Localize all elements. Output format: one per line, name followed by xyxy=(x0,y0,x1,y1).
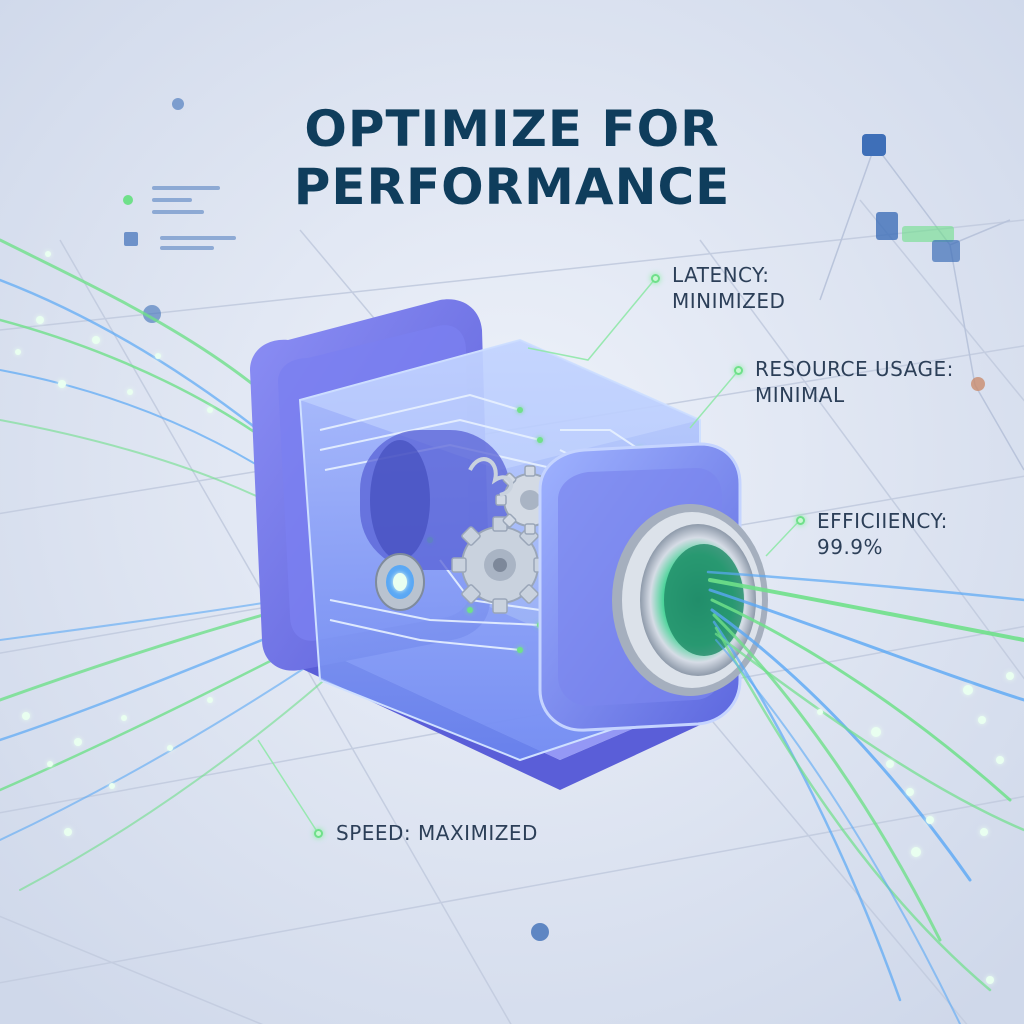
fiber-sparkles-right xyxy=(817,672,1014,984)
connector-port-icon xyxy=(612,504,768,696)
speed-label: SPEED: MAXIMIZED xyxy=(336,821,538,845)
efficiency-callout: EFFICIIENCY: 99.9% xyxy=(817,508,948,560)
efficiency-marker-dot xyxy=(796,516,805,525)
fiber-bundle-right xyxy=(706,570,1024,1024)
resource-label: RESOURCE USAGE: xyxy=(755,357,954,381)
resource-marker-dot xyxy=(734,366,743,375)
gear-icon xyxy=(451,516,549,614)
network-nodes xyxy=(123,98,1024,941)
speed-callout: SPEED: MAXIMIZED xyxy=(336,820,538,846)
device xyxy=(250,299,768,790)
resource-callout: RESOURCE USAGE: MINIMAL xyxy=(755,356,954,408)
efficiency-value: 99.9% xyxy=(817,535,884,559)
fiber-sparkles-left xyxy=(15,251,213,836)
latency-label: LATENCY: xyxy=(672,263,770,287)
latency-marker-dot xyxy=(651,274,660,283)
latency-callout: LATENCY: MINIMIZED xyxy=(672,262,785,314)
page-title-line-2: PERFORMANCE xyxy=(293,158,731,216)
callout-leaders xyxy=(257,278,801,834)
page-title-line-1: OPTIMIZE FOR xyxy=(304,100,720,158)
connector-port-icon xyxy=(375,553,425,611)
latency-value: MINIMIZED xyxy=(672,289,786,313)
speed-marker-dot xyxy=(314,829,323,838)
resource-value: MINIMAL xyxy=(755,383,845,407)
efficiency-label: EFFICIIENCY: xyxy=(817,509,948,533)
